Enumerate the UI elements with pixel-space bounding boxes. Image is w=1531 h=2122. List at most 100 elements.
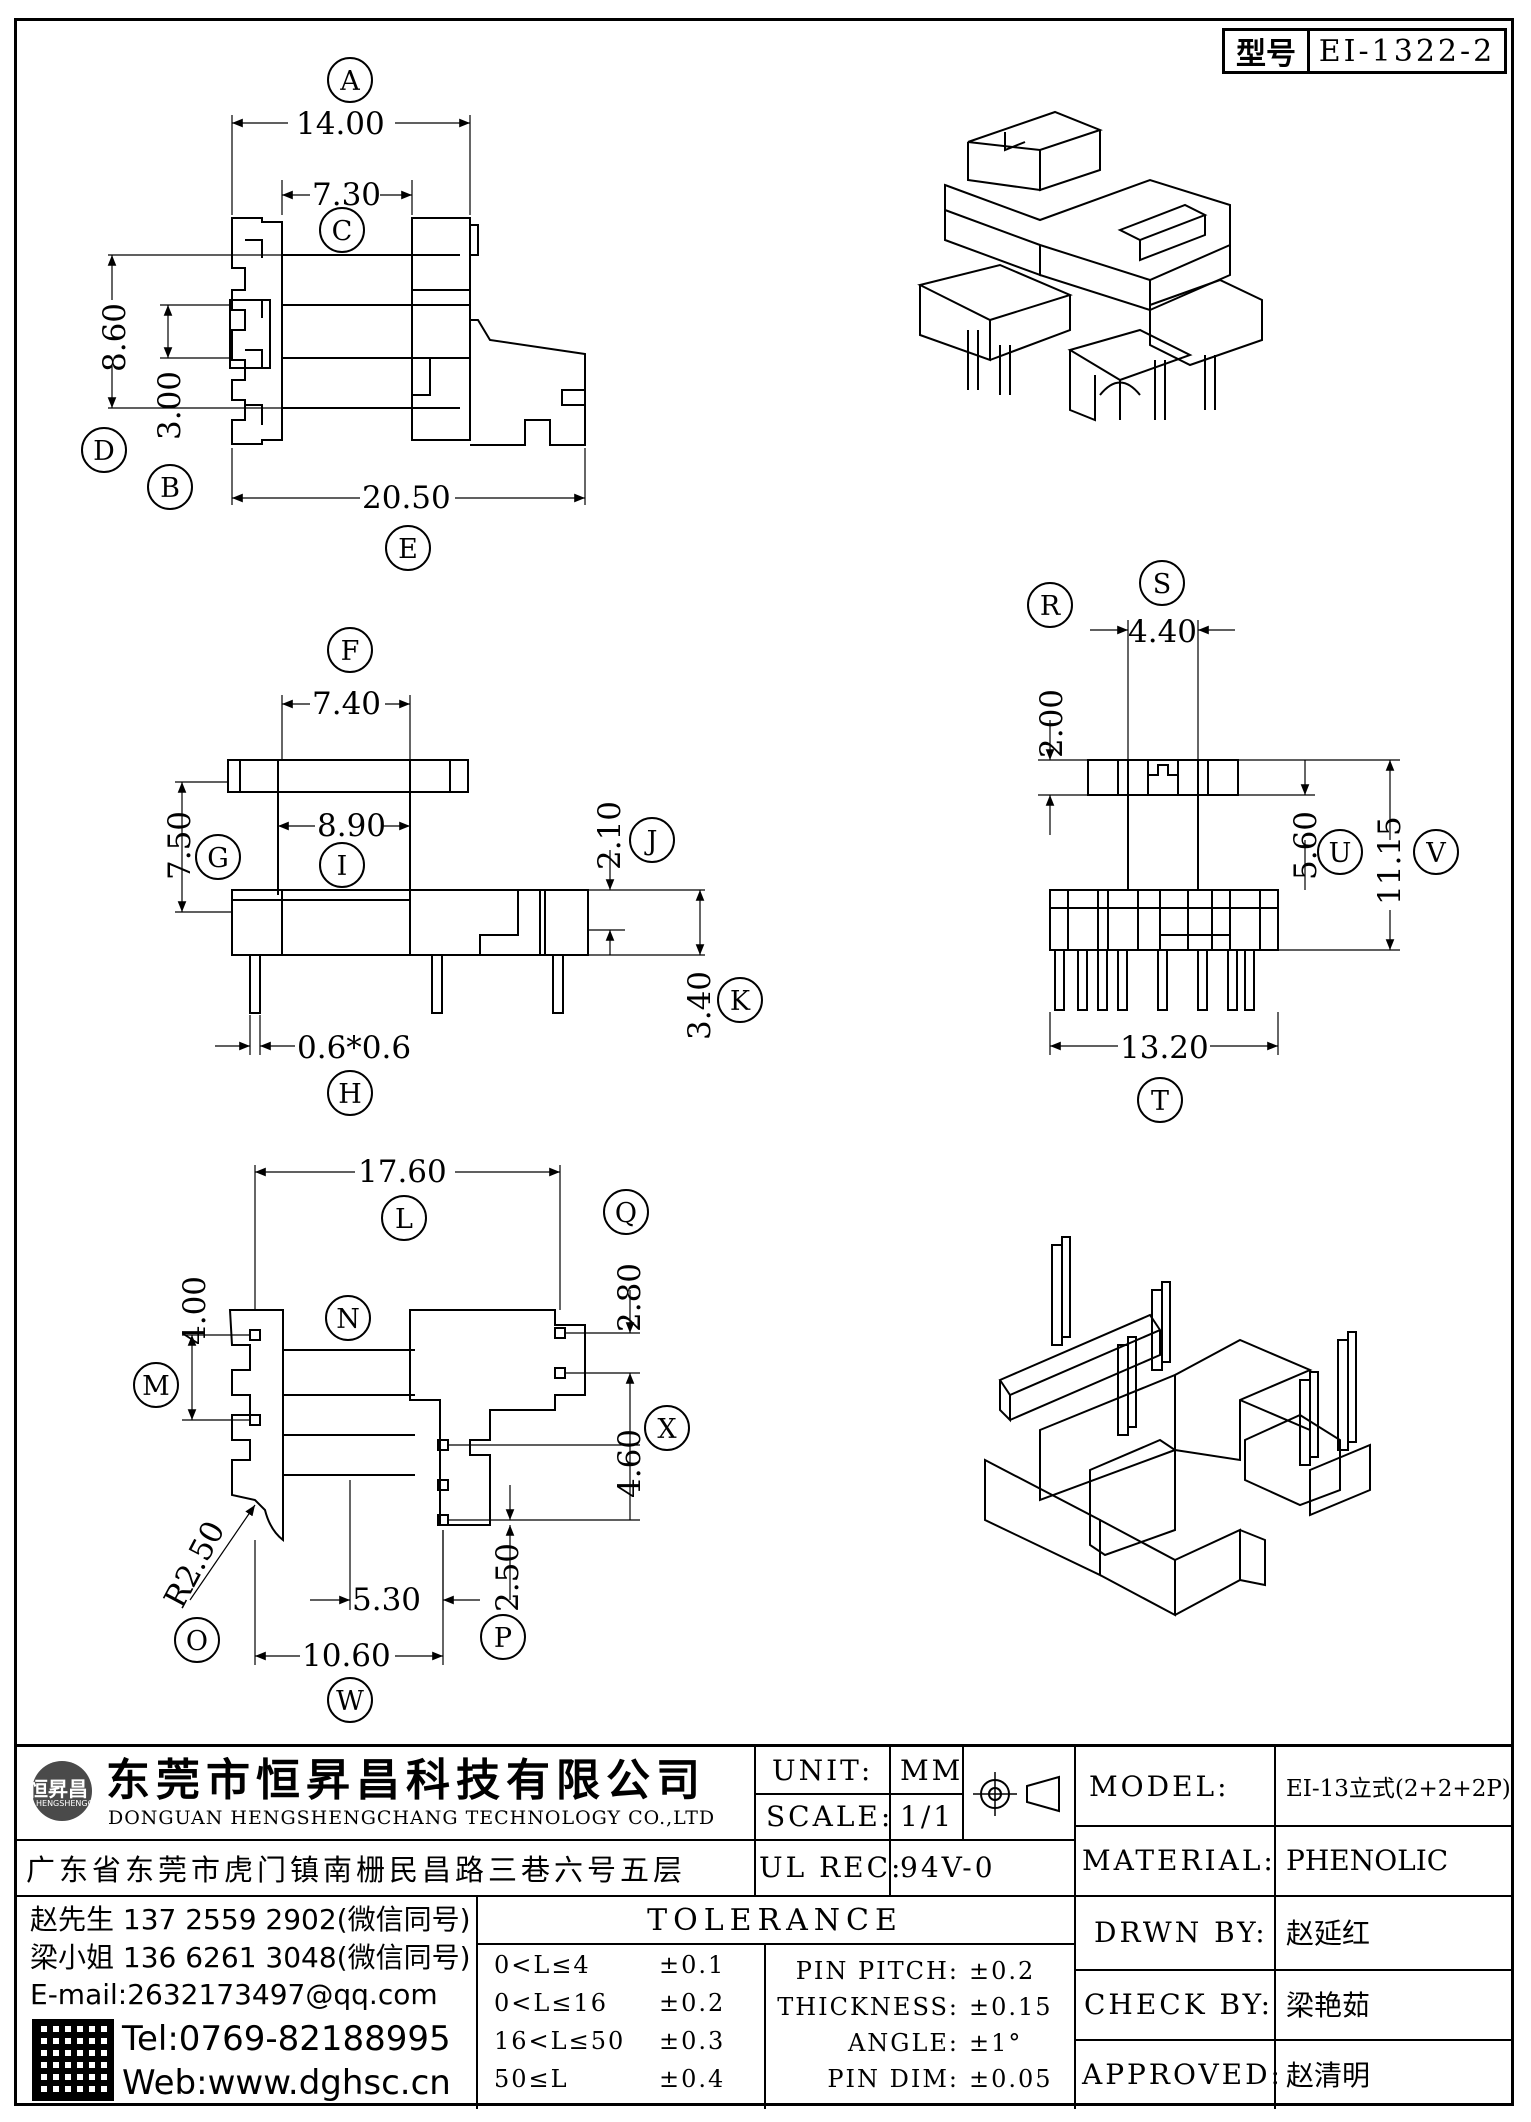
svg-text:P: P — [494, 1623, 512, 1654]
material-value: PHENOLIC — [1286, 1843, 1449, 1877]
dim-text: 11.15 — [1372, 816, 1408, 905]
tol-range: 16<L≤50 — [494, 2027, 626, 2055]
balloon: N — [325, 1295, 371, 1341]
dim-text: 8.60 — [97, 303, 133, 372]
svg-text:L: L — [395, 1204, 413, 1235]
svg-text:Q: Q — [615, 1198, 637, 1229]
dim-text: 2.10 — [592, 801, 628, 870]
svg-text:T: T — [1151, 1086, 1169, 1117]
projection-symbol-icon — [973, 1772, 1060, 1816]
misc-tol-label: THICKNESS: — [777, 1993, 959, 2021]
balloon: W — [327, 1677, 373, 1723]
dim-text: 4.40 — [1128, 614, 1197, 650]
contact-2: 梁小姐 136 6261 3048(微信同号) — [30, 1941, 471, 1974]
tol-value: ±0.3 — [659, 2027, 726, 2055]
misc-tol-value: ±0.2 — [969, 1957, 1036, 1985]
approved-value: 赵清明 — [1286, 2059, 1371, 2092]
isometric-view-bottom — [984, 1236, 1371, 1617]
contact-email[interactable]: E-mail:2632173497@qq.com — [30, 1977, 438, 2011]
misc-tol-label: PIN DIM: — [827, 2065, 959, 2093]
logo-text: 恒昇昌 — [28, 1777, 88, 1801]
part-number-box: 型号 EI-1322-2 — [1222, 28, 1507, 74]
drawn-by-label: DRWN BY: — [1094, 1915, 1268, 1949]
svg-text:K: K — [730, 986, 751, 1017]
svg-text:I: I — [337, 851, 348, 882]
company-address: 广东省东莞市虎门镇南栅民昌路三巷六号五层 — [26, 1853, 687, 1887]
balloon: Q — [603, 1189, 649, 1235]
logo-subtext: HENGSHENGCHANG — [36, 1799, 117, 1808]
dim-text: 3.40 — [682, 971, 718, 1040]
dim-text: 7.40 — [312, 686, 381, 722]
dim-text: 14.00 — [296, 106, 385, 142]
check-by-value: 梁艳茹 — [1286, 1989, 1371, 2022]
front-view — [175, 695, 705, 1055]
dim-text: 0.6*0.6 — [297, 1030, 411, 1066]
svg-text:O: O — [186, 1626, 208, 1657]
ul-value: 94V-0 — [900, 1850, 996, 1884]
svg-text:B: B — [160, 473, 180, 504]
balloon: M — [133, 1362, 179, 1408]
scale-value: 1/1 — [900, 1799, 955, 1833]
tol-value: ±0.2 — [659, 1989, 726, 2017]
dim-text: 20.50 — [362, 480, 451, 516]
title-block: 恒昇昌 HENGSHENGCHANG 东莞市恒昇昌科技有限公司 DONGUAN … — [14, 1744, 1514, 2109]
model-value: EI-13立式(2+2+2P) — [1286, 1776, 1511, 1802]
company-logo — [32, 1761, 92, 1821]
balloon: F — [327, 627, 373, 673]
balloon: S — [1139, 560, 1185, 606]
balloon: C — [319, 207, 365, 253]
svg-text:H: H — [338, 1079, 362, 1110]
contact-web[interactable]: Web:www.dghsc.cn — [122, 2063, 451, 2103]
balloon: H — [327, 1070, 373, 1116]
side-view — [1038, 620, 1400, 1055]
balloon: D — [81, 427, 127, 473]
balloon: V — [1413, 829, 1459, 875]
contact-1: 赵先生 137 2559 2902(微信同号) — [30, 1903, 471, 1936]
svg-text:E: E — [398, 534, 418, 565]
part-number-value: EI-1322-2 — [1318, 33, 1496, 69]
dim-text: 10.60 — [302, 1638, 391, 1674]
company-name-en: DONGUAN HENGSHENGCHANG TECHNOLOGY CO.,LT… — [108, 1807, 716, 1829]
balloon: E — [385, 525, 431, 571]
ul-label: UL REC: — [759, 1850, 904, 1884]
svg-text:C: C — [332, 216, 353, 247]
balloon: K — [717, 977, 763, 1023]
balloon: R — [1027, 582, 1073, 628]
balloon: O — [174, 1617, 220, 1663]
misc-tol-label: PIN PITCH: — [795, 1957, 959, 1985]
dim-text: 4.60 — [612, 1429, 648, 1498]
qr-code-icon — [32, 2019, 114, 2101]
top-view — [107, 115, 586, 505]
dim-text: 2.50 — [490, 1543, 526, 1612]
check-by-label: CHECK BY: — [1084, 1987, 1274, 2021]
unit-label: UNIT: — [772, 1753, 874, 1787]
dim-text: 13.20 — [1120, 1030, 1209, 1066]
svg-text:A: A — [339, 66, 360, 97]
svg-text:R: R — [1040, 591, 1061, 622]
tol-range: 0<L≤4 — [494, 1951, 591, 1979]
balloon: U — [1317, 829, 1363, 875]
svg-text:X: X — [657, 1414, 677, 1445]
drawn-by-value: 赵延红 — [1286, 1917, 1371, 1950]
svg-text:U: U — [1329, 838, 1352, 869]
svg-text:G: G — [207, 843, 229, 874]
balloon: G — [195, 834, 241, 880]
balloon: X — [644, 1405, 690, 1451]
dim-text: 5.30 — [352, 1582, 421, 1618]
svg-text:W: W — [336, 1686, 364, 1717]
dim-text: 17.60 — [358, 1154, 447, 1190]
svg-text:N: N — [336, 1304, 360, 1335]
contact-tel[interactable]: Tel:0769-82188995 — [122, 2019, 451, 2059]
misc-tol-value: ±0.05 — [969, 2065, 1053, 2093]
bottom-view — [182, 1165, 640, 1665]
svg-text:V: V — [1425, 838, 1446, 869]
balloon: L — [381, 1195, 427, 1241]
tolerance-header: TOLERANCE — [647, 1902, 903, 1938]
svg-text:F: F — [341, 636, 360, 667]
dim-text: R2.50 — [157, 1515, 232, 1613]
svg-text:D: D — [93, 436, 115, 467]
dim-text: 7.30 — [312, 177, 381, 213]
tol-value: ±0.4 — [659, 2065, 726, 2093]
svg-text:S: S — [1153, 569, 1172, 600]
